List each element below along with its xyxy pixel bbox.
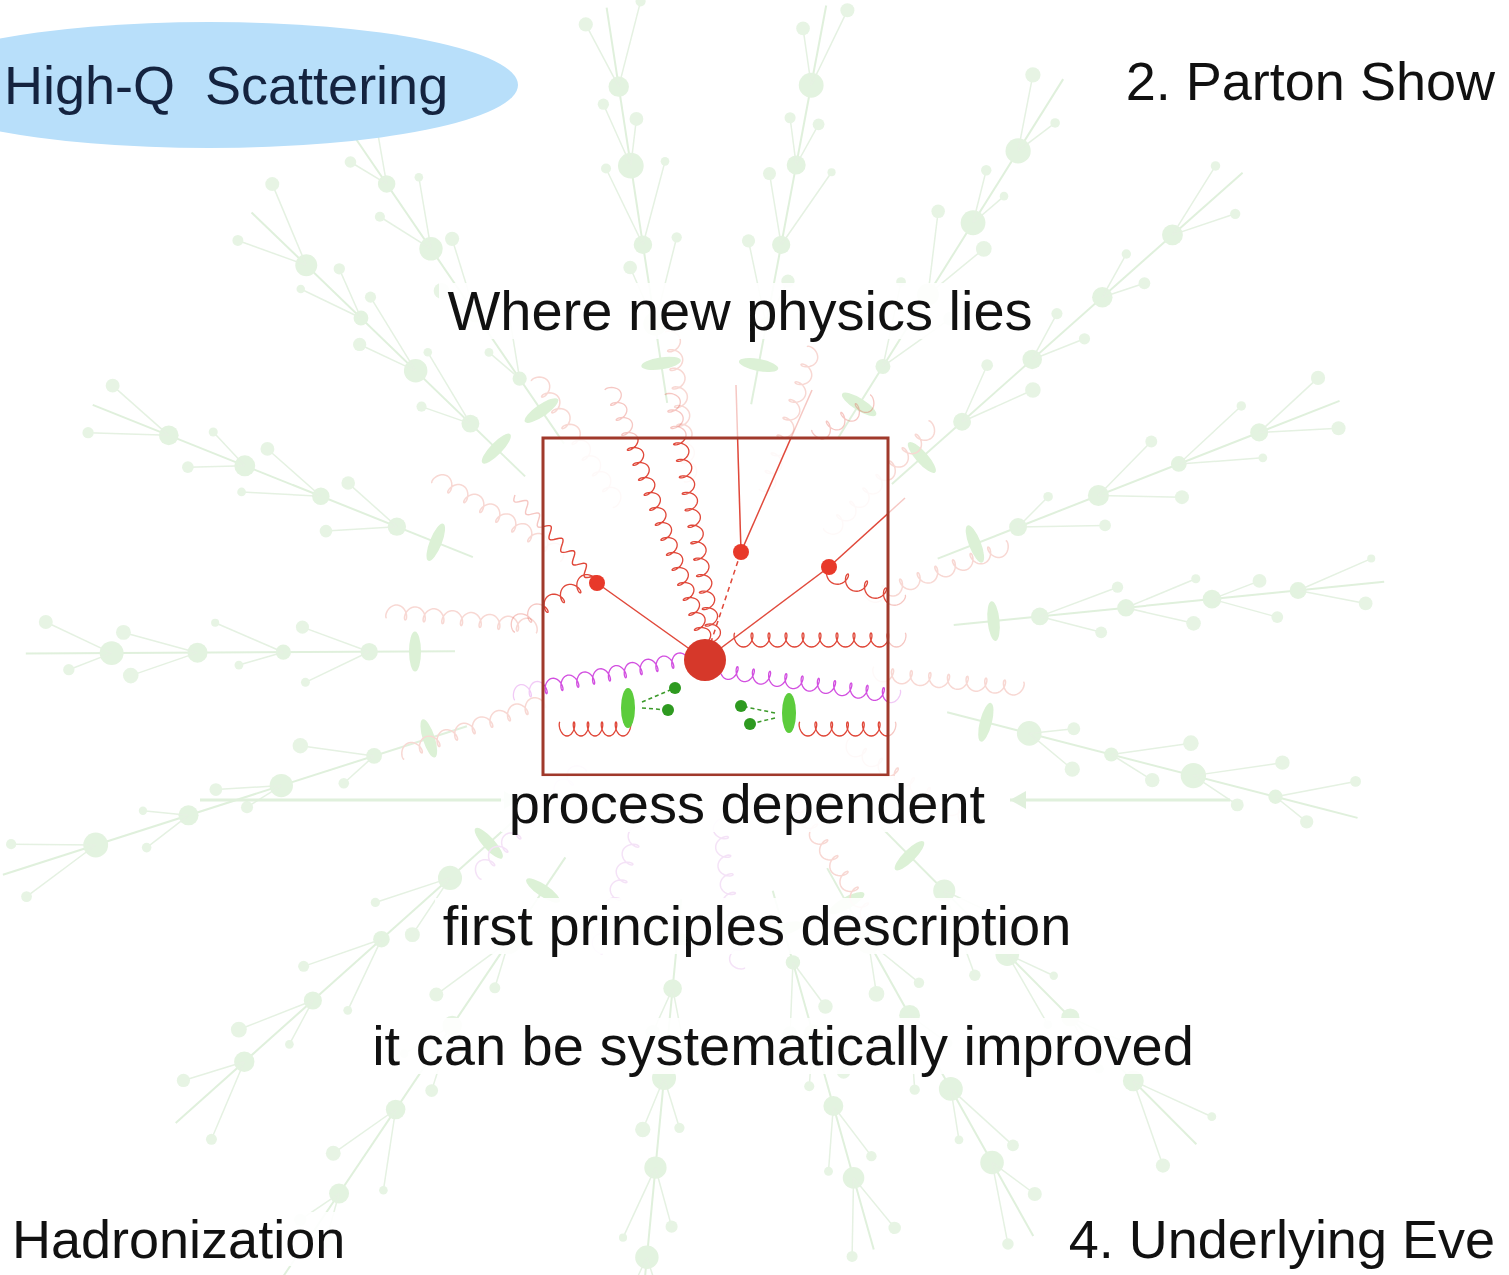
hadron-cluster [621, 688, 635, 728]
hadron-jet [26, 615, 455, 687]
beam-line [1010, 799, 1230, 802]
hadron-jet [838, 67, 1063, 438]
faint-gluon [873, 667, 1024, 695]
bullet-text: it can be systematically improved [364, 1018, 1202, 1074]
gluon-line [704, 662, 888, 703]
vertex-dot [821, 559, 837, 575]
photon-line [543, 495, 598, 583]
particle-line [736, 438, 741, 552]
hadron-dot [669, 682, 681, 694]
bullet-text: Where new physics lies [439, 283, 1040, 339]
vertex-dot [733, 544, 749, 560]
gluon-line [799, 722, 888, 736]
faint-gluon [386, 605, 537, 633]
focus-box [543, 438, 888, 775]
hadron-dot [735, 700, 747, 712]
hard-process [543, 438, 888, 736]
gluon-line [812, 395, 874, 439]
hadron-jet [738, 3, 855, 404]
particle-line [705, 567, 829, 660]
box-ground [543, 438, 888, 775]
hadron-jet [881, 827, 1216, 1172]
vertex-dot [589, 575, 605, 591]
section-heading: 2. Parton Show [1118, 54, 1503, 108]
hard-vertex [684, 639, 726, 681]
beam-arrowhead [1010, 791, 1026, 809]
vertex-dot [589, 575, 605, 591]
bullet-text: process dependent [501, 776, 993, 832]
hadron-jet [3, 718, 467, 902]
hadron-dot [662, 704, 674, 716]
beam-line [200, 799, 520, 802]
bullet-text: first principles description [435, 898, 1080, 954]
hadron-jet [954, 555, 1384, 642]
hadron-jet [579, 0, 682, 403]
gluon-line [665, 438, 720, 643]
background-event [3, 0, 1384, 1275]
hadron-cluster [782, 693, 796, 733]
hadron-cluster [621, 688, 635, 728]
hadron-jet [938, 371, 1346, 565]
section-heading: High-Q Scattering [4, 58, 518, 112]
hadron-dot [744, 718, 756, 730]
hard-vertex [684, 639, 726, 681]
section-heading: Hadronization [4, 1212, 353, 1266]
hadron-jet [176, 817, 519, 1145]
hadron-dot [662, 704, 674, 716]
gluon-line [734, 633, 888, 647]
section-ellipse: High-Q Scattering [0, 22, 518, 148]
gluon-line [826, 567, 888, 605]
hadron-dot [669, 682, 681, 694]
particle-line [829, 498, 888, 567]
hadron-jet [613, 899, 698, 1275]
hadron-jet [947, 701, 1361, 828]
gluon-line [559, 722, 631, 736]
hadron-cluster [782, 693, 796, 733]
hadron-dot [735, 700, 747, 712]
faint-gluon [402, 698, 546, 760]
vertex-dot [821, 559, 837, 575]
vertex-dot [733, 544, 749, 560]
hadron-jet [82, 379, 472, 563]
section-heading: 4. Underlying Eve [1061, 1212, 1503, 1266]
hadron-dot [744, 718, 756, 730]
hadron-jet [342, 98, 564, 444]
particle-line [741, 438, 812, 552]
